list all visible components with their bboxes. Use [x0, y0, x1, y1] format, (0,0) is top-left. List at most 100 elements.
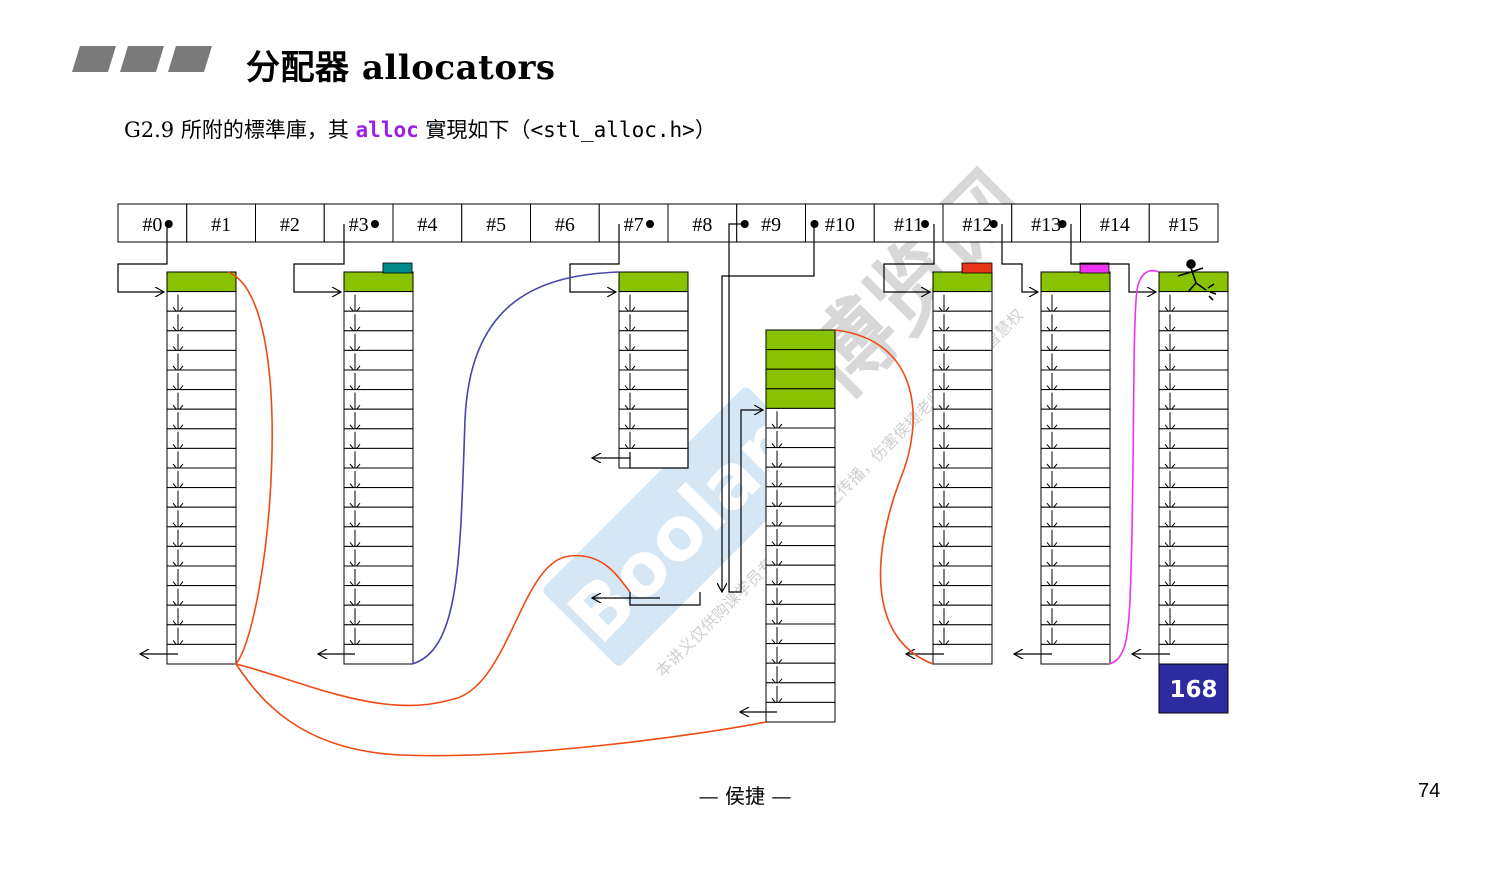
pointer-10: [722, 224, 815, 592]
list-11-chunk: [932, 310, 993, 332]
list-3-chunk: [343, 349, 414, 371]
list-11-chunk: [932, 330, 993, 351]
list-13-chunk: [1040, 428, 1111, 449]
list-9-chunk: [765, 407, 836, 429]
list-3-chunk: [343, 389, 414, 410]
list-13-chunk: [1040, 526, 1111, 547]
free-list-label: #9: [761, 214, 781, 236]
list-9-chunk: [765, 525, 836, 547]
pointer-dot: [989, 220, 998, 228]
page-subtitle: G2.9 所附的標準庫，其 alloc 實現如下（<stl_alloc.h>）: [124, 114, 716, 144]
free-list-label: #13: [1031, 214, 1061, 236]
free-list-slot: [598, 203, 669, 243]
list-11-chunk: [932, 271, 993, 293]
header-decoration-icon: [72, 46, 212, 72]
list-7-chunk: [618, 408, 689, 430]
list-15-chunk: [1158, 408, 1229, 430]
list-0-chunk: [166, 545, 237, 567]
pointer-dot: [1058, 220, 1067, 228]
pointer-7: [569, 224, 620, 292]
list-7-chunk: [618, 271, 689, 293]
list-11-chunk: [932, 526, 993, 547]
marker-red: [961, 262, 993, 274]
list-9-chunk: [765, 545, 836, 566]
list-9-chunk: [765, 623, 836, 645]
list-7-chunk: [618, 310, 689, 332]
list-0-chunk: [166, 487, 237, 508]
list-15-chunk: [1158, 389, 1229, 410]
marker-teal: [382, 262, 413, 274]
subtitle-suffix: ）: [694, 118, 716, 142]
list-0-chunk: [166, 585, 237, 606]
link-0-to-9-tail: [235, 663, 767, 757]
list-7-chunk: [618, 369, 689, 391]
list-3-chunk: [343, 506, 414, 528]
badge-label: 168: [1169, 677, 1217, 703]
list-15-chunk: [1158, 369, 1229, 391]
free-list-label: #3: [349, 214, 369, 236]
list-0-chunk: [166, 428, 237, 449]
link-lines: [117, 223, 1170, 757]
list-0-chunk: [166, 447, 237, 469]
free-list-label: #14: [1100, 214, 1130, 236]
list-15-chunk: [1158, 467, 1229, 489]
list-15-chunk: [1158, 506, 1229, 528]
list-11-chunk: [932, 408, 993, 430]
list-3-chunk: [343, 624, 414, 645]
link-13-to-15: [1108, 269, 1160, 665]
subtitle-file: <stl_alloc.h>: [530, 118, 695, 142]
list-15-chunk: [1158, 447, 1229, 469]
pointer-dot: [371, 220, 379, 228]
list-9-chunk: [765, 388, 836, 409]
list-11-chunk: [932, 487, 993, 508]
pointer-dot: [646, 220, 654, 228]
list-11-chunk: [932, 467, 993, 489]
list-11-chunk: [932, 565, 993, 587]
list-3-chunk: [343, 565, 414, 587]
list-9-chunk: [765, 447, 836, 468]
list-13-chunk: [1040, 271, 1111, 293]
list-0-chunk: [166, 565, 237, 587]
subtitle-keyword: alloc: [355, 118, 419, 142]
marker-magenta: [1079, 262, 1110, 274]
list-15-chunk: [1158, 526, 1229, 547]
watermark-box: [543, 387, 822, 666]
list-0-chunk: [166, 526, 237, 547]
list-13-chunk: [1040, 585, 1111, 606]
list-11-chunk: [932, 389, 993, 410]
free-list-label: #0: [142, 214, 162, 236]
link-3-to-7: [411, 271, 620, 665]
list-11-chunk: [932, 624, 993, 645]
badge-box: [1158, 663, 1229, 714]
page-title: 分配器 allocators: [246, 48, 556, 88]
list-0-chunk: [166, 408, 237, 430]
list-11-chunk: [932, 369, 993, 391]
free-list-label: #15: [1169, 214, 1199, 236]
link-9-to-11: [834, 329, 934, 665]
free-list-label: #11: [894, 214, 923, 236]
list-9-chunk: [765, 643, 836, 664]
list-3-chunk: [343, 428, 414, 449]
pointer-11: [883, 224, 935, 292]
list-11-chunk: [932, 447, 993, 469]
list-0-chunk: [166, 330, 237, 351]
list-11-chunk: [932, 585, 993, 606]
free-list-slot: [667, 203, 738, 243]
page-number: 74: [1418, 780, 1441, 802]
free-list-label: #5: [486, 214, 506, 236]
list-9-chunk: [765, 329, 836, 351]
list-7-chunk: [618, 330, 689, 351]
free-list-slot: [255, 203, 325, 243]
list-7-chunk: [618, 428, 689, 449]
free-list-slot: [942, 203, 1013, 243]
free-list-slot: [186, 203, 256, 243]
list-9-chunk: [765, 427, 836, 449]
list-9-chunk: [765, 368, 836, 390]
list-0-chunk: [166, 624, 237, 645]
free-list-slot: [1080, 203, 1150, 243]
free-list-label: #1: [211, 214, 231, 236]
footer-author: — 侯捷 —: [698, 784, 792, 808]
pointer-dot: [164, 220, 173, 228]
free-list-label: #12: [962, 214, 992, 236]
list-13-chunk: [1040, 467, 1111, 489]
